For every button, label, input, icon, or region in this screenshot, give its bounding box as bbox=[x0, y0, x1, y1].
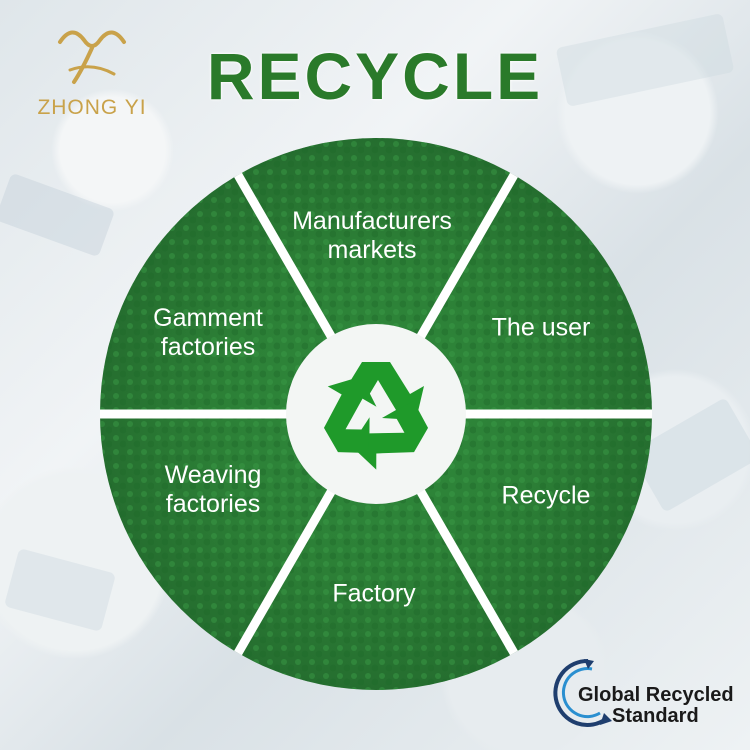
grs-line2: Standard bbox=[612, 705, 699, 727]
brand-mark-icon bbox=[58, 30, 126, 84]
grs-text: Global Recycled Standard bbox=[578, 685, 734, 727]
globe-arrows-icon bbox=[553, 658, 612, 727]
segment-label-manufacturers: Manufacturers markets bbox=[292, 207, 452, 264]
segment-label-weaving: Weaving factories bbox=[164, 461, 262, 518]
segment-label-the-user: The user bbox=[491, 313, 591, 342]
recycle-arrow bbox=[350, 401, 429, 470]
segment-label-factory: Factory bbox=[332, 579, 416, 608]
page-title: RECYCLE bbox=[206, 39, 544, 113]
brand-logo: ZHONG YI bbox=[22, 22, 162, 122]
segment-label-gamment: Gamment factories bbox=[153, 304, 263, 361]
grs-line1: Global Recycled bbox=[578, 684, 734, 706]
global-recycled-standard-badge: Global Recycled Standard bbox=[548, 655, 748, 735]
center-hub bbox=[286, 324, 466, 504]
recycle-arrow bbox=[346, 362, 424, 420]
recycle-arrow bbox=[323, 376, 377, 453]
brand-name: ZHONG YI bbox=[37, 96, 147, 119]
recycle-icon bbox=[323, 362, 429, 470]
segment-label-recycle: Recycle bbox=[501, 481, 591, 510]
